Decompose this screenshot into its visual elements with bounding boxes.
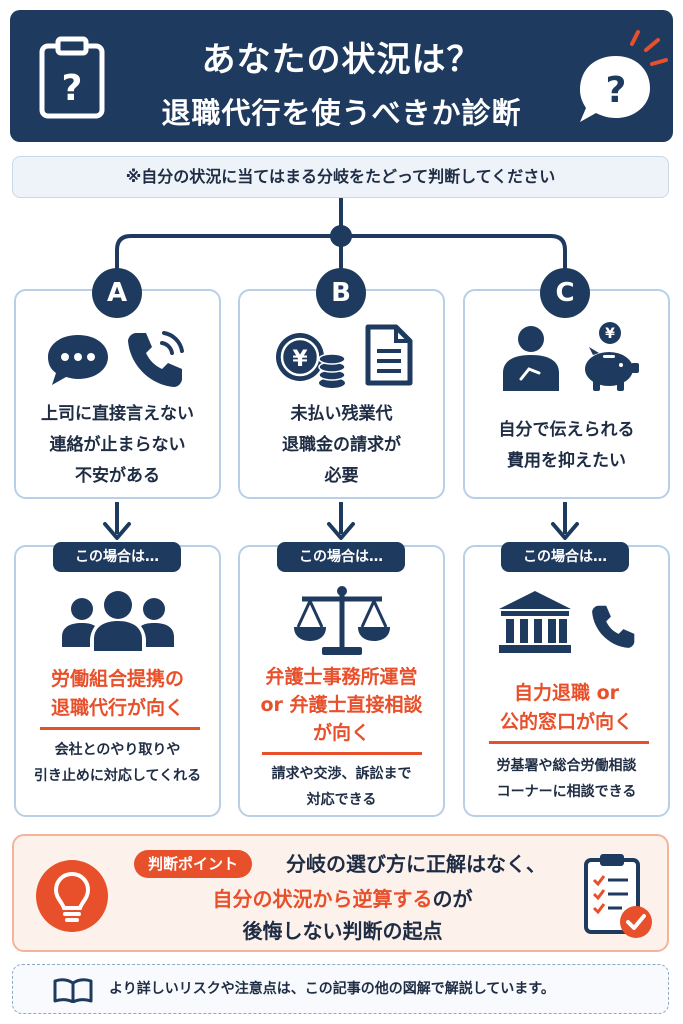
person-icon bbox=[503, 326, 559, 391]
desc-c-line2: コーナーに相談できる bbox=[496, 784, 637, 800]
point-line3: 後悔しない判断の起点 bbox=[242, 919, 443, 943]
result-c-line2: 公的窓口が向く bbox=[499, 711, 633, 733]
result-card-c: 自力退職 or 公的窓口が向く 労基署や総合労働相談 コーナーに相談できる bbox=[463, 545, 670, 817]
branch-connector bbox=[115, 198, 567, 273]
down-arrows bbox=[103, 502, 579, 540]
result-card-a: 労働組合提携の 退職代行が向く 会社とのやり取りや 引き止めに対応してくれる bbox=[14, 545, 221, 817]
bubble-mark: ? bbox=[606, 70, 627, 111]
instruction-note: ※自分の状況に当てはまる分岐をたどって判断してください bbox=[12, 156, 669, 198]
yen-coins-icon: ¥ bbox=[276, 333, 346, 388]
document-icon bbox=[365, 324, 413, 386]
footer-text: より詳しいリスクや注意点は、この記事の他の図解で解説しています。 bbox=[109, 981, 555, 997]
result-a-underline bbox=[40, 727, 200, 730]
lightbulb-icon bbox=[36, 860, 108, 932]
point-line2-rest: のが bbox=[432, 887, 473, 911]
result-card-b: 弁護士事務所運営 or 弁護士直接相談 が向く 請求や交渉、訴訟まで 対応できる bbox=[238, 545, 445, 817]
result-a-line1: 労働組合提携の bbox=[50, 668, 184, 690]
condition-b-line3: 必要 bbox=[324, 466, 359, 486]
arrow-down-icon bbox=[327, 502, 355, 540]
result-b-underline bbox=[262, 752, 422, 755]
condition-b-line1: 未払い残業代 bbox=[290, 404, 393, 424]
point-line2: 自分の状況から逆算するのが bbox=[14, 884, 671, 914]
scales-of-justice-icon bbox=[294, 586, 390, 655]
condition-c-line2: 費用を抑えたい bbox=[507, 451, 626, 471]
result-b-line2: or 弁護士直接相談 bbox=[260, 694, 423, 716]
point-tag: 判断ポイント bbox=[134, 850, 253, 878]
condition-card-a: 上司に直接言えない 連絡が止まらない 不安がある bbox=[14, 289, 221, 499]
phone-icon bbox=[592, 605, 635, 648]
case-pill-a: この場合は… bbox=[53, 542, 181, 572]
branch-badge-b: B bbox=[316, 268, 366, 318]
result-b-line1: 弁護士事務所運営 bbox=[265, 666, 418, 688]
desc-c-line1: 労基署や総合労働相談 bbox=[496, 758, 637, 774]
branch-badge-a: A bbox=[92, 268, 142, 318]
condition-a-line1: 上司に直接言えない bbox=[41, 404, 194, 424]
footer-note: より詳しいリスクや注意点は、この記事の他の図解で解説しています。 bbox=[12, 964, 669, 1014]
phone-ringing-icon bbox=[128, 331, 184, 387]
case-pill-c: この場合は… bbox=[501, 542, 629, 572]
result-b-line3: が向く bbox=[312, 722, 370, 744]
point-highlight: 自分の状況から逆算する bbox=[212, 887, 433, 911]
judgment-point-box: 判断ポイント 分岐の選び方に正解はなく、 自分の状況から逆算するのが 後悔しない… bbox=[12, 834, 669, 952]
group-people-icon bbox=[62, 591, 174, 651]
open-book-icon bbox=[53, 978, 93, 1003]
speech-bubble-question-icon: ? bbox=[580, 30, 668, 122]
case-pill-b: この場合は… bbox=[277, 542, 405, 572]
page-title-line1: あなたの状況は？ bbox=[201, 40, 482, 80]
desc-b-line1: 請求や交渉、訴訟まで bbox=[271, 766, 412, 782]
clipboard-mark: ? bbox=[62, 68, 83, 109]
branch-badge-c: C bbox=[540, 268, 590, 318]
point-line1: 分岐の選び方に正解はなく、 bbox=[286, 852, 546, 876]
desc-b-line2: 対応できる bbox=[306, 792, 377, 808]
pig-yen-symbol: ¥ bbox=[605, 326, 615, 342]
page-title-line2: 退職代行を使うべきか診断 bbox=[161, 96, 522, 130]
arrow-down-icon bbox=[103, 502, 131, 540]
result-c-underline bbox=[489, 741, 649, 744]
desc-a-line1: 会社とのやり取りや bbox=[54, 742, 181, 758]
condition-b-line2: 退職金の請求が bbox=[282, 435, 401, 455]
arrow-down-icon bbox=[551, 502, 579, 540]
condition-c-line1: 自分で伝えられる bbox=[498, 420, 635, 440]
piggy-bank-icon: ¥ bbox=[585, 322, 639, 391]
condition-a-line2: 連絡が止まらない bbox=[49, 435, 186, 455]
desc-a-line2: 引き止めに対応してくれる bbox=[33, 768, 202, 784]
result-a-line2: 退職代行が向く bbox=[50, 697, 184, 719]
coin-yen-symbol: ¥ bbox=[292, 347, 308, 372]
result-c-line1: 自力退職 or bbox=[513, 682, 620, 704]
government-building-icon bbox=[499, 591, 571, 653]
checklist-clipboard-icon bbox=[584, 854, 652, 938]
chat-bubble-icon bbox=[48, 335, 108, 385]
clipboard-question-icon: ? bbox=[39, 36, 105, 119]
condition-card-c: ¥ 自分で伝えられる 費用を抑えたい bbox=[463, 289, 670, 499]
condition-card-b: ¥ 未払い残業代 退職金の請求が 必要 bbox=[238, 289, 445, 499]
header-banner: ? あなたの状況は？ 退職代行を使うべきか診断 ? bbox=[10, 10, 673, 142]
condition-a-line3: 不安がある bbox=[75, 466, 160, 486]
